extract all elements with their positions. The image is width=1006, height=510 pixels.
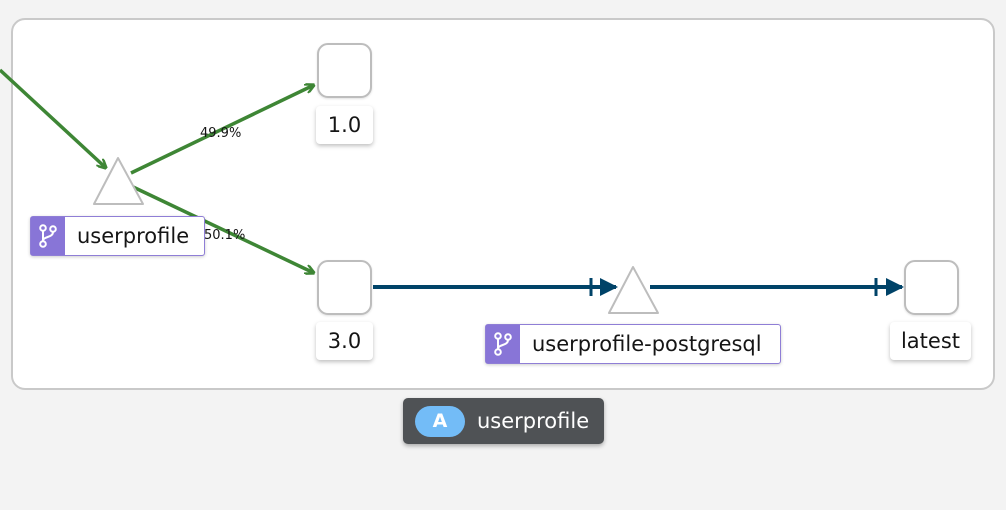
edge-userprofile-to-3.0[interactable]: [130, 184, 314, 273]
version-label-3.0: 3.0: [316, 322, 373, 360]
app-group-name: userprofile: [477, 409, 590, 433]
service-label-userprofile-postgresql[interactable]: userprofile-postgresql: [485, 324, 781, 364]
service-node-userprofile[interactable]: [93, 157, 144, 205]
branch-icon: [31, 217, 65, 255]
service-label-text: userprofile: [77, 224, 190, 248]
edge-userprofile-to-1.0[interactable]: [130, 85, 314, 175]
service-node-userprofile-postgresql[interactable]: [608, 266, 659, 314]
app-group-label[interactable]: A userprofile: [403, 398, 604, 444]
branch-icon: [486, 325, 520, 363]
version-node-1.0[interactable]: [317, 43, 372, 98]
version-node-3.0[interactable]: [317, 260, 372, 315]
edge-label-percent-1: 49.9%: [200, 126, 241, 141]
version-label-latest: latest: [890, 322, 971, 360]
version-label-1.0: 1.0: [316, 106, 373, 144]
service-label-userprofile[interactable]: userprofile: [30, 216, 205, 256]
edge-label-percent-2: 50.1%: [204, 228, 245, 243]
service-label-text: userprofile-postgresql: [532, 332, 762, 356]
app-badge: A: [415, 405, 465, 437]
version-node-latest[interactable]: [904, 260, 959, 315]
edge-external-to-userprofile[interactable]: [0, 68, 106, 168]
